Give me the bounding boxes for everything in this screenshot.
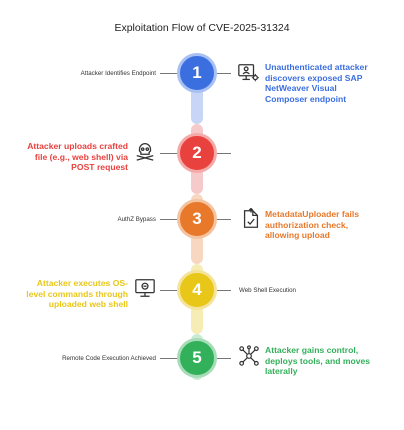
step-3-short-label: AuthZ Bypass (117, 216, 156, 223)
step-4-number: 4 (192, 280, 202, 299)
skull-crossbones-icon (134, 140, 156, 162)
network-nodes-icon (238, 345, 260, 367)
diagram-title: Exploitation Flow of CVE-2025-31324 (114, 22, 290, 34)
step-4-node: 4 (177, 270, 217, 310)
connector-2-right (217, 153, 231, 154)
monitor-user-icon (237, 62, 259, 84)
connector-2-left (160, 153, 177, 154)
step-5-short-label: Remote Code Execution Achieved (62, 355, 156, 362)
upload-file-icon (240, 208, 262, 230)
connector-5-left (160, 358, 177, 359)
connector-3-right (217, 219, 231, 220)
connector-1-left (160, 73, 177, 74)
step-1-number: 1 (192, 63, 202, 82)
step-4-short-label: Web Shell Execution (239, 287, 296, 294)
connector-3-left (160, 219, 177, 220)
step-3-description: MetadataUploader fails authorization che… (265, 209, 360, 240)
terminal-monitor-icon (134, 277, 156, 299)
step-3-node: 3 (177, 199, 217, 239)
step-2-description: Attacker uploads crafted file (e.g., web… (27, 141, 128, 172)
connector-5-right (217, 358, 231, 359)
step-2-number: 2 (192, 143, 202, 162)
step-3-number: 3 (192, 209, 202, 228)
step-5-number: 5 (192, 348, 202, 367)
connector-4-left (160, 290, 177, 291)
step-1-node: 1 (177, 53, 217, 93)
step-2-node: 2 (177, 133, 217, 173)
step-1-short-label: Attacker Identifies Endpoint (80, 70, 156, 77)
step-4-description: Attacker executes OS-level commands thro… (26, 278, 128, 309)
step-1-description: Unauthenticated attacker discovers expos… (265, 62, 368, 104)
connector-1-right (217, 73, 231, 74)
step-5-description: Attacker gains control, deploys tools, a… (265, 345, 371, 376)
connector-4-right (217, 290, 231, 291)
step-5-node: 5 (177, 338, 217, 378)
